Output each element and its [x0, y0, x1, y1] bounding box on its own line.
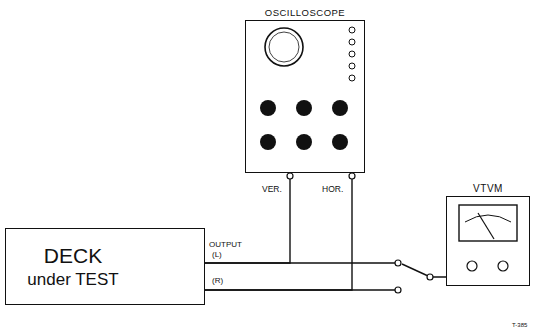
terminal-label: HOR.: [322, 184, 343, 194]
oscilloscope-box: OSCILLOSCOPE: [245, 20, 365, 173]
signal-wire: [205, 179, 290, 263]
switch-blade: [402, 264, 427, 276]
scope-terminals: [287, 173, 355, 179]
signal-wire: [205, 179, 352, 290]
scope-indicators: [349, 27, 355, 81]
channel-label: (L): [212, 250, 222, 259]
meter-scale: [465, 215, 511, 222]
scope-screen-inner: [269, 32, 299, 62]
meter-needle: [478, 213, 494, 239]
selector-switch: [395, 260, 433, 293]
meter-terminals: [467, 261, 508, 271]
box-label: DECK: [6, 243, 140, 269]
scope-screen: [265, 28, 303, 66]
figure-number: T-385: [512, 322, 527, 328]
box-label: under TEST: [6, 269, 140, 290]
scope-knobs: [260, 100, 348, 150]
channel-label: (R): [212, 276, 223, 285]
box-text-stack: DECKunder TEST: [6, 243, 140, 291]
terminal-label: VER.: [262, 184, 282, 194]
deck-box: DECKunder TEST: [5, 228, 205, 305]
vtvm-box: VTVM: [446, 196, 530, 286]
instrument-heading: OSCILLOSCOPE: [246, 7, 364, 18]
signal-wire: [205, 263, 446, 290]
meter-window: [459, 205, 517, 241]
instrument-heading: VTVM: [447, 183, 529, 194]
output-label: OUTPUT: [209, 240, 242, 249]
